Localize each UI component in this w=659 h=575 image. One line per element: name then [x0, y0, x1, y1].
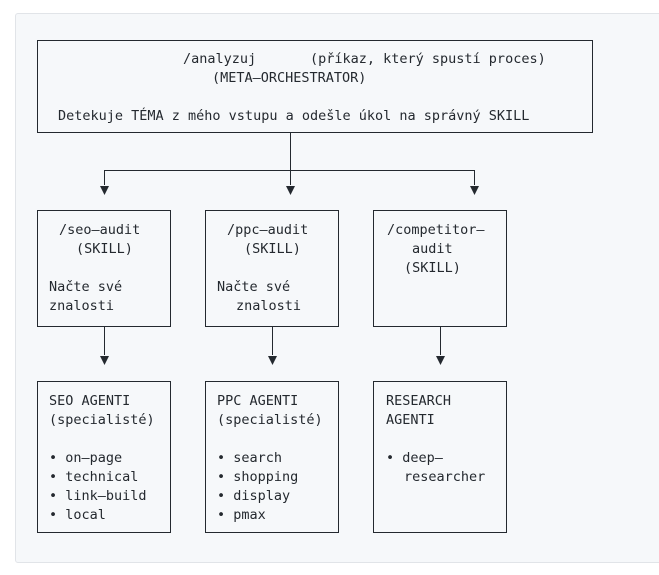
agent-ppc-line: • search — [217, 450, 282, 466]
arrowheads — [100, 186, 479, 365]
skill-seo-line: znalosti — [49, 298, 114, 314]
diagram-lines — [37, 40, 593, 533]
skill-seo-line: (SKILL) — [76, 241, 133, 257]
arrow-to-ppc-skill — [286, 186, 295, 195]
skill-seo-line: /seo–audit — [59, 222, 140, 238]
orchestrator-description: Detekuje TÉMA z mého vstupu a odešle úko… — [58, 107, 529, 124]
agent-ppc-line: • shopping — [217, 469, 298, 485]
orchestrator-role: (META–ORCHESTRATOR) — [212, 70, 366, 86]
skill-competitor-line: (SKILL) — [404, 260, 461, 276]
orchestrator-command: /analyzuj — [183, 51, 256, 67]
orchestrator-box — [37, 40, 593, 133]
skill-ppc-line: /ppc–audit — [227, 222, 308, 238]
code-block-panel — [15, 13, 659, 563]
agent-seo-line: (specialisté) — [49, 412, 155, 428]
skill-competitor-line: audit — [412, 241, 453, 257]
arrow-to-ppc-agents — [268, 356, 277, 365]
agent-research-line: researcher — [404, 469, 485, 485]
arrow-to-seo-agents — [100, 356, 109, 365]
skill-competitor-line: /competitor– — [387, 222, 485, 238]
agent-ppc-line: (specialisté) — [217, 412, 323, 428]
skill-box-ppc — [205, 210, 339, 327]
agent-research-line: • deep– — [386, 450, 444, 466]
agent-ppc-line: • display — [217, 488, 290, 504]
skill-seo-line: Načte své — [49, 279, 122, 295]
arrow-to-seo-skill — [100, 186, 109, 195]
agent-seo-line: • on–page — [49, 450, 122, 466]
agent-box-research — [373, 381, 507, 533]
agent-research-line: RESEARCH — [386, 393, 451, 409]
agent-research-line: AGENTI — [386, 412, 435, 428]
orchestrator-note: (příkaz, který spustí proces) — [310, 51, 546, 67]
arrow-to-competitor-skill — [470, 186, 479, 195]
agent-seo-line: • link–build — [49, 488, 147, 504]
skill-ppc-line: znalosti — [236, 298, 301, 314]
skill-ppc-line: (SKILL) — [244, 241, 301, 257]
agent-ppc-line: • pmax — [217, 507, 266, 523]
agent-seo-line: • local — [49, 507, 106, 523]
agent-seo-line: • technical — [49, 469, 138, 485]
agent-seo-line: SEO AGENTI — [49, 393, 130, 409]
skill-ppc-line: Načte své — [217, 279, 290, 295]
agent-box-seo — [37, 381, 171, 533]
skill-box-seo — [37, 210, 171, 327]
agent-ppc-line: PPC AGENTI — [217, 393, 298, 409]
arrow-to-research-agents — [436, 356, 445, 365]
agent-box-ppc — [205, 381, 339, 533]
skill-box-competitor — [373, 210, 507, 327]
